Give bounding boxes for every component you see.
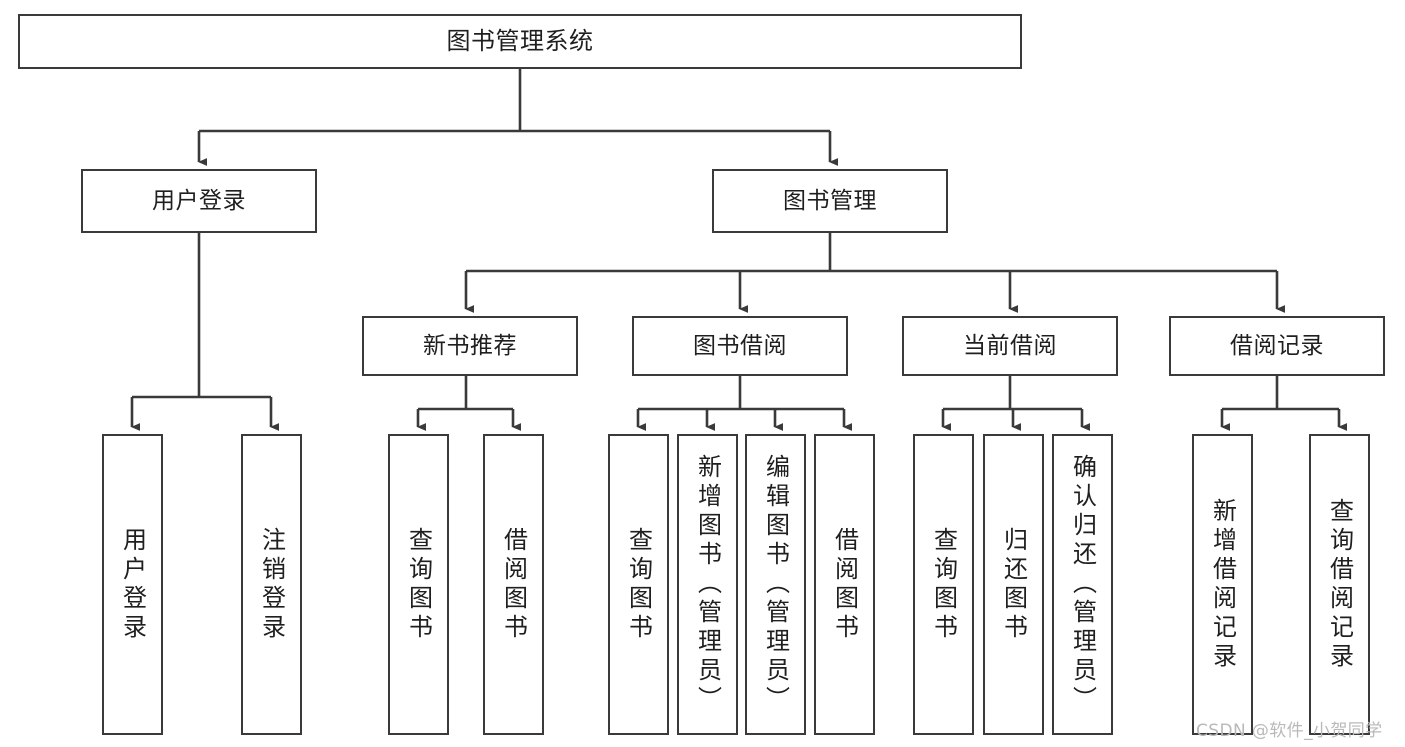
node-label: 注销登录 <box>257 526 286 643</box>
node-label: 用户登录 <box>118 526 147 643</box>
leaf-borrow-record-query-record[interactable]: 查询借阅记录 <box>1309 434 1370 735</box>
node-label: 借阅记录 <box>1230 332 1324 359</box>
csdn-watermark: CSDN @软件_小贺同学 <box>1196 721 1383 741</box>
node-label: 图书管理 <box>783 187 877 214</box>
leaf-book-borrow-edit-book-admin[interactable]: 编辑图书（管理员） <box>745 434 806 735</box>
node-label: 当前借阅 <box>963 332 1057 359</box>
node-label: 图书借阅 <box>693 332 787 359</box>
node-label: 用户登录 <box>152 187 246 214</box>
leaf-current-borrow-query-book[interactable]: 查询图书 <box>913 434 974 735</box>
node-label: 借阅图书 <box>499 526 528 643</box>
leaf-user-login-login[interactable]: 用户登录 <box>102 434 163 735</box>
node-borrow-record[interactable]: 借阅记录 <box>1169 316 1385 376</box>
node-label: 新书推荐 <box>423 332 517 359</box>
node-label: 归还图书 <box>999 526 1028 643</box>
leaf-new-book-borrow-book[interactable]: 借阅图书 <box>483 434 544 735</box>
leaf-book-borrow-add-book-admin[interactable]: 新增图书（管理员） <box>677 434 738 735</box>
node-label: 借阅图书 <box>830 526 859 643</box>
node-label: 查询图书 <box>624 526 653 643</box>
node-label: 查询图书 <box>929 526 958 643</box>
node-label: 编辑图书（管理员） <box>761 454 790 715</box>
node-book-management[interactable]: 图书管理 <box>712 169 948 233</box>
node-book-borrow[interactable]: 图书借阅 <box>632 316 848 376</box>
node-label: 确认归还（管理员） <box>1068 454 1097 715</box>
node-label: 新增借阅记录 <box>1208 497 1237 672</box>
node-label: 图书管理系统 <box>446 26 594 55</box>
node-root-book-management-system[interactable]: 图书管理系统 <box>18 14 1022 69</box>
leaf-user-login-logout[interactable]: 注销登录 <box>241 434 302 735</box>
node-new-book-recommend[interactable]: 新书推荐 <box>362 316 578 376</box>
leaf-book-borrow-borrow-book[interactable]: 借阅图书 <box>814 434 875 735</box>
leaf-new-book-query-book[interactable]: 查询图书 <box>388 434 449 735</box>
leaf-current-borrow-confirm-return-admin[interactable]: 确认归还（管理员） <box>1052 434 1113 735</box>
node-label: 新增图书（管理员） <box>693 454 722 715</box>
node-label: 查询借阅记录 <box>1325 497 1354 672</box>
leaf-borrow-record-add-record[interactable]: 新增借阅记录 <box>1192 434 1253 735</box>
node-label: 查询图书 <box>404 526 433 643</box>
node-current-borrow[interactable]: 当前借阅 <box>902 316 1118 376</box>
node-user-login[interactable]: 用户登录 <box>81 169 317 233</box>
leaf-book-borrow-query-book[interactable]: 查询图书 <box>608 434 669 735</box>
leaf-current-borrow-return-book[interactable]: 归还图书 <box>983 434 1044 735</box>
